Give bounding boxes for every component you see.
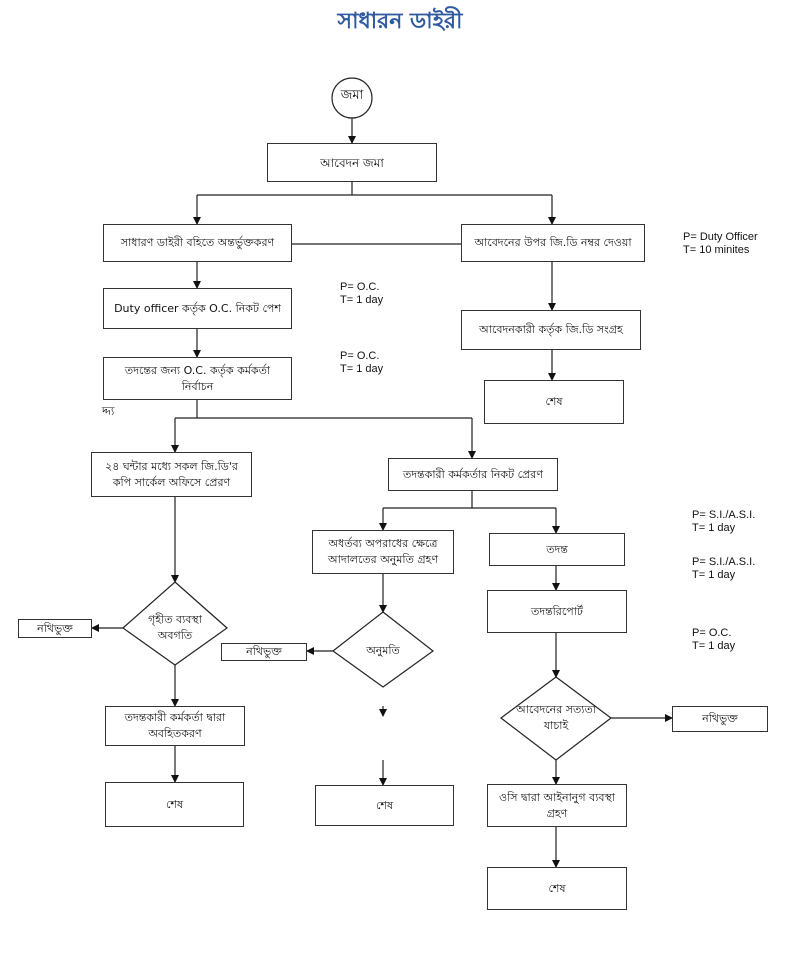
decision-status-shape xyxy=(122,581,228,666)
box-send-circle-office: ২৪ ঘন্টার মধ্যে সকল জি.ডি'র কপি সার্কেল … xyxy=(91,452,252,497)
box-investigation: তদন্ত xyxy=(489,533,625,566)
box-present-to-oc: Duty officer কর্তৃক O.C. নিকট পেশ xyxy=(103,288,292,329)
note-si-2: P= S.I./A.S.I.T= 1 day xyxy=(692,556,756,581)
decision-verify-shape xyxy=(500,676,612,761)
note-si-1: P= S.I./A.S.I.T= 1 day xyxy=(692,509,756,534)
box-end-a: শেষ xyxy=(105,782,244,827)
start-label: জমা xyxy=(340,88,364,103)
box-select-officer: তদন্তের জন্য O.C. কর্তৃক কর্মকর্তা নির্ব… xyxy=(103,357,292,400)
decision-permission-label: অনুমতি xyxy=(366,644,400,657)
note-oc-2: P= O.C.T= 1 day xyxy=(340,350,384,375)
decision-status-label: গৃহীত ব্যবস্থা অবগতি xyxy=(148,613,202,642)
box-submit-application: আবেদন জমা xyxy=(267,143,437,182)
box-collect-gd: আবেদনকারী কর্তৃক জি.ডি সংগ্রহ xyxy=(461,310,641,350)
stray-label: দ্দ্য xyxy=(102,404,115,418)
box-court-permission: অধর্তব্য অপরাধের ক্ষেত্রে আদালতের অনুমতি… xyxy=(312,530,454,574)
box-send-investigator: তদন্তকারী কর্মকর্তার নিকট প্রেরণ xyxy=(388,458,558,491)
box-gd-number: আবেদনের উপর জি.ডি নম্বর দেওয়া xyxy=(461,224,645,262)
box-end-right: শেষ xyxy=(484,380,624,424)
box-file-right: নথিভুক্ত xyxy=(672,706,768,732)
box-inform-officer: তদন্তকারী কর্মকর্তা দ্বারা অবহিতকরণ xyxy=(105,706,245,746)
page-title: সাধারন ডাইরী xyxy=(337,9,463,34)
decision-verify-label: আবেদনের সত্যতা যাচাই xyxy=(516,703,596,732)
note-oc-3: P= O.C.T= 1 day xyxy=(692,627,736,652)
box-oc-legal-action: ওসি দ্বারা আইনানুগ ব্যবস্থা গ্রহণ xyxy=(487,784,627,827)
note-oc-1: P= O.C.T= 1 day xyxy=(340,281,384,306)
box-end-b: শেষ xyxy=(315,785,454,826)
box-file-middle: নথিভুক্ত xyxy=(221,643,307,661)
decision-permission-shape xyxy=(331,611,435,688)
box-investigation-report: তদন্তরিপোর্ট xyxy=(487,590,627,633)
box-include-diary: সাধারণ ডাইরী বহিতে অন্তর্ভুক্তকরণ xyxy=(103,224,292,262)
box-end-c: শেষ xyxy=(487,867,627,910)
box-file-left: নথিভুক্ত xyxy=(18,619,92,638)
